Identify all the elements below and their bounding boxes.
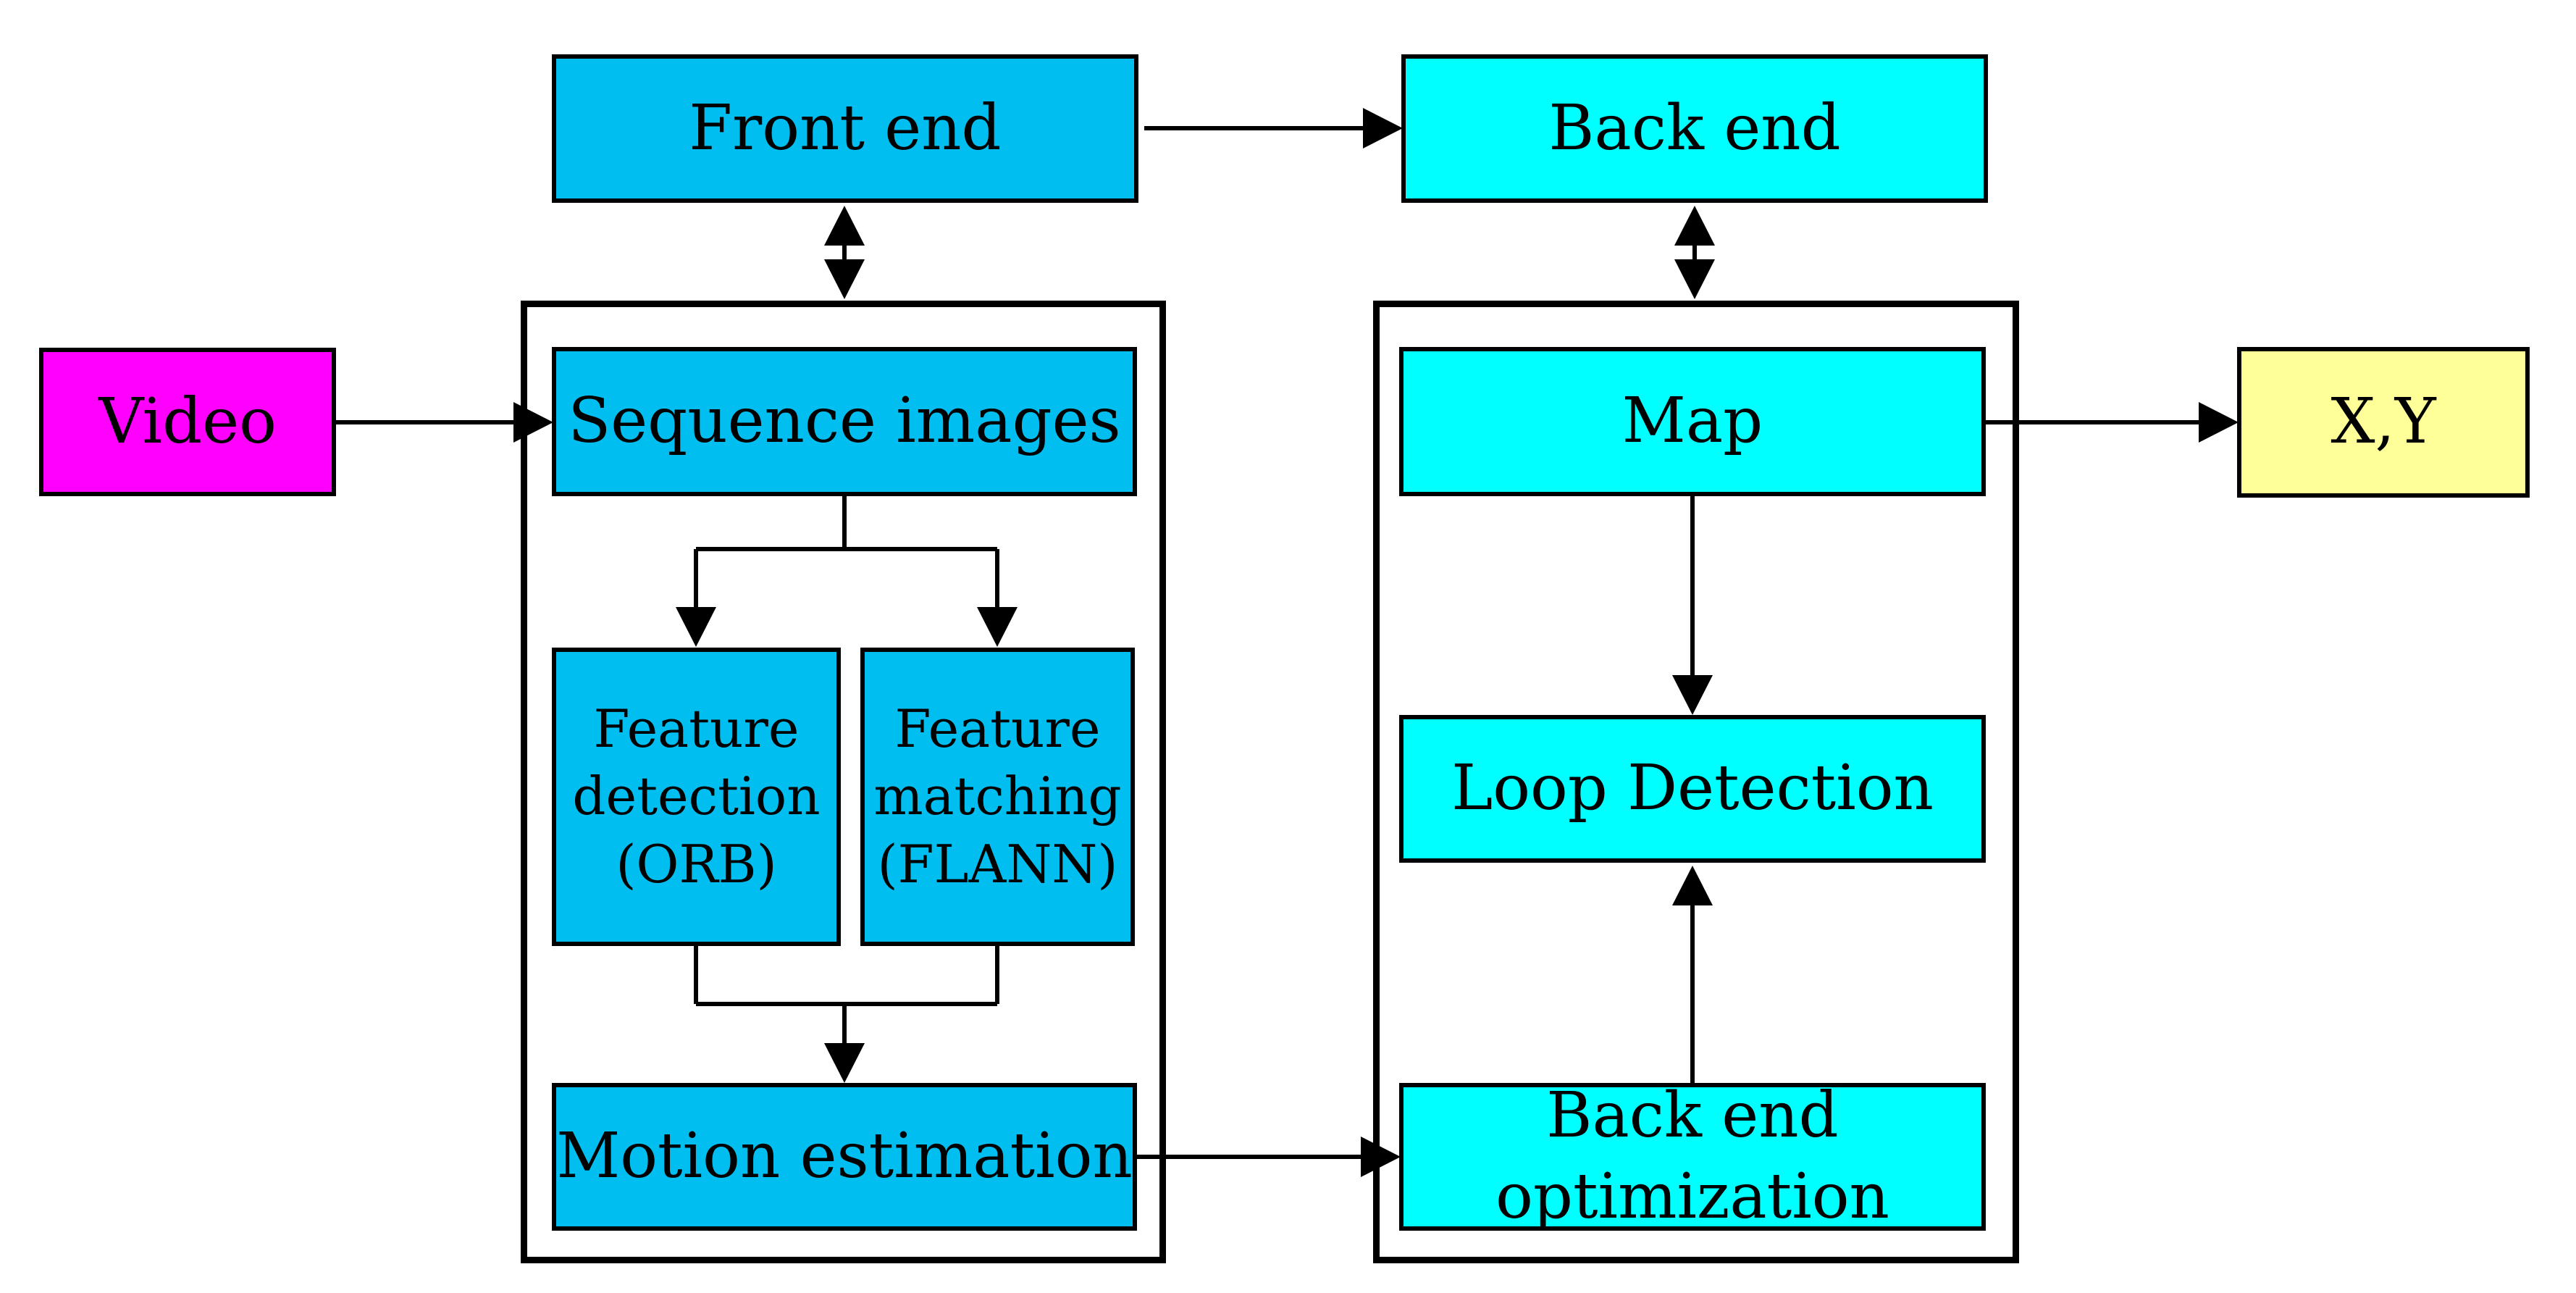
node-feature-detection-orb: Feature detection (ORB) <box>552 648 841 946</box>
arrow-front-end-to-back-end <box>1144 108 1403 148</box>
arrow-map-to-xy-output <box>1986 402 2239 443</box>
back-end-group-container <box>1373 301 2019 1263</box>
node-video: Video <box>39 348 336 496</box>
front-end-group-container <box>521 301 1166 1263</box>
node-feature-matching-flann-label: Feature matching (FLANN) <box>873 698 1122 895</box>
node-loop-detection: Loop Detection <box>1399 715 1986 863</box>
node-front-end: Front end <box>552 54 1138 203</box>
arrow-motion-estimation-to-back-end-optimization <box>1137 1137 1401 1177</box>
node-sequence-images-label: Sequence images <box>568 385 1121 458</box>
node-back-end-optimization: Back end optimization <box>1399 1079 1986 1233</box>
node-xy-output-label: X,Y <box>2330 385 2436 459</box>
node-map-label: Map <box>1621 385 1763 458</box>
node-motion-estimation: Motion estimation <box>552 1083 1137 1231</box>
node-back-end-optimization-label: Back end optimization <box>1495 1079 1889 1233</box>
node-sequence-images: Sequence images <box>552 347 1137 496</box>
double-arrow-front-end-to-front-container <box>824 206 865 299</box>
node-xy-output: X,Y <box>2237 347 2530 498</box>
node-back-end: Back end <box>1401 54 1988 203</box>
double-arrow-back-end-to-back-container <box>1674 206 1715 299</box>
node-back-end-label: Back end <box>1548 91 1841 164</box>
node-map: Map <box>1399 347 1986 496</box>
node-video-label: Video <box>98 385 277 458</box>
node-motion-estimation-label: Motion estimation <box>556 1120 1133 1193</box>
node-loop-detection-label: Loop Detection <box>1451 752 1934 825</box>
node-front-end-label: Front end <box>689 91 1002 164</box>
node-feature-detection-orb-label: Feature detection (ORB) <box>572 698 821 895</box>
node-feature-matching-flann: Feature matching (FLANN) <box>860 648 1135 946</box>
